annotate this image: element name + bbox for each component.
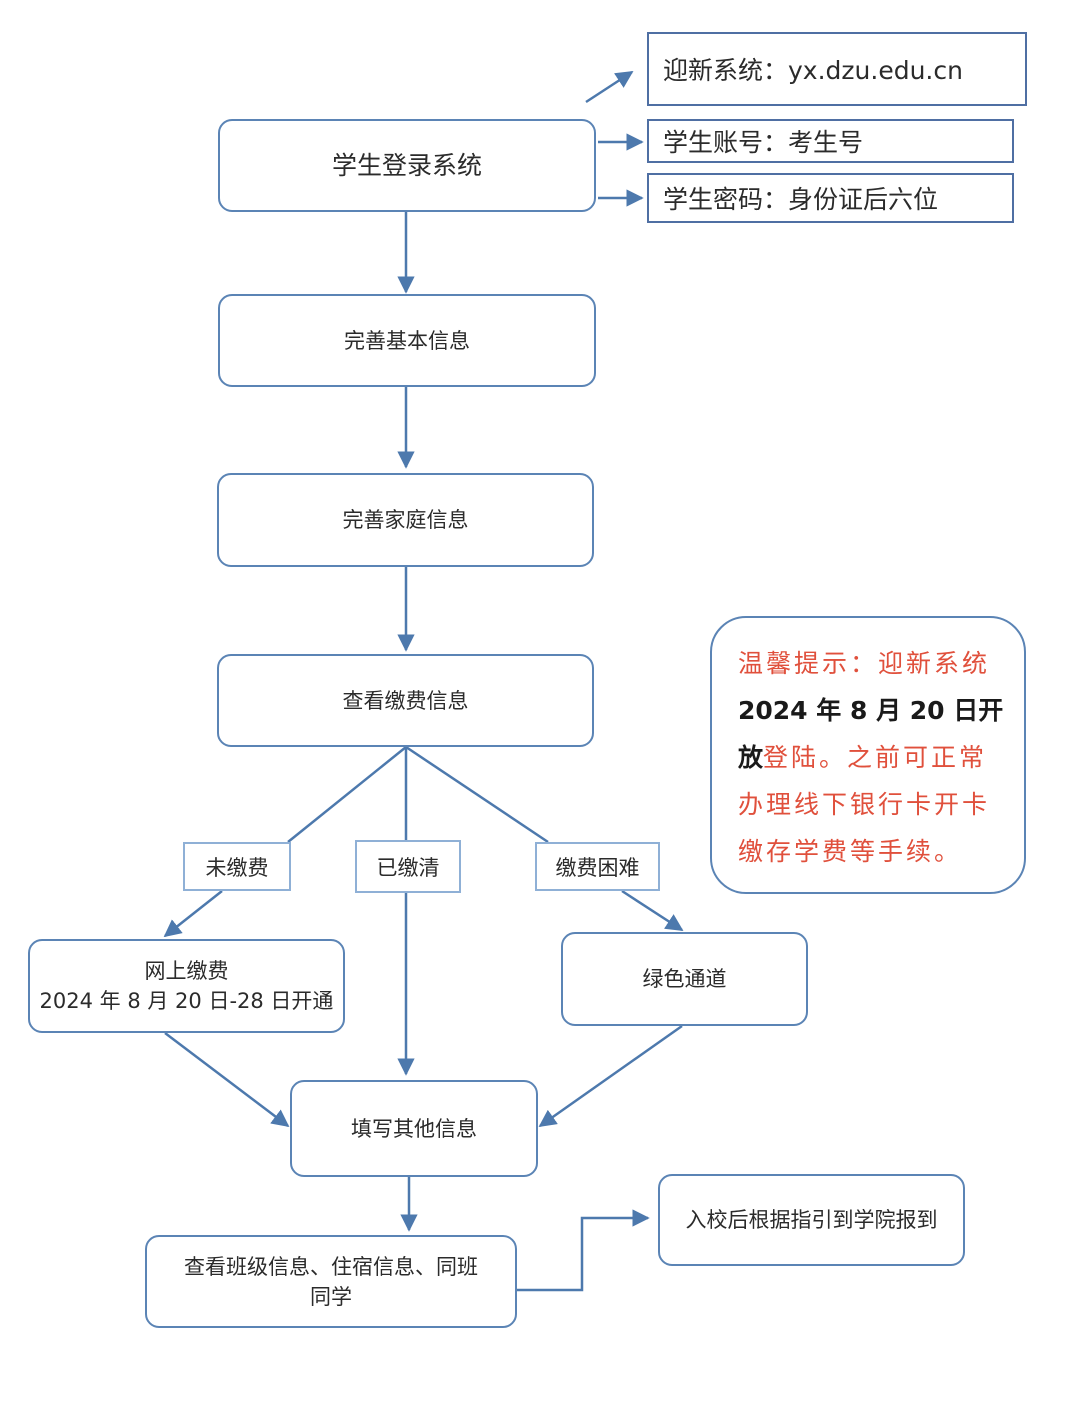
login-step: 学生登录系统 xyxy=(218,119,596,212)
online-payment-step: 网上缴费 2024 年 8 月 20 日-28 日开通 xyxy=(28,939,345,1033)
account-label: 学生账号：考生号 xyxy=(663,128,864,157)
branch-unpaid-label: 未缴费 xyxy=(205,855,269,880)
other-info-step: 填写其他信息 xyxy=(290,1080,538,1177)
arrow-class-to-report xyxy=(516,1209,650,1292)
tip-date: 2024 年 8 月 20 日开放 xyxy=(738,696,1004,772)
line-fee-to-unpaid xyxy=(287,746,407,843)
green-channel-label: 绿色通道 xyxy=(642,967,727,991)
fee-info-label: 查看缴费信息 xyxy=(342,688,469,713)
tip-box: 温馨提示：迎新系统 2024 年 8 月 20 日开放登陆。之前可正常办理线下银行… xyxy=(710,616,1026,894)
account-box: 学生账号：考生号 xyxy=(647,119,1014,163)
green-channel-step: 绿色通道 xyxy=(561,932,808,1026)
other-info-label: 填写其他信息 xyxy=(351,1116,477,1141)
report-label: 入校后根据指引到学院报到 xyxy=(685,1208,938,1232)
system-url-box: 迎新系统：yx.dzu.edu.cn xyxy=(647,32,1027,106)
class-info-line1: 查看班级信息、住宿信息、同班 xyxy=(184,1254,478,1279)
branch-paid-label: 已缴清 xyxy=(376,855,440,880)
tip-intro: 温馨提示：迎新系统 xyxy=(738,649,991,678)
password-label: 学生密码：身份证后六位 xyxy=(663,185,939,214)
branch-difficulty-label: 缴费困难 xyxy=(555,855,640,880)
family-info-label: 完善家庭信息 xyxy=(342,508,469,532)
line-fee-to-difficulty xyxy=(405,745,549,844)
class-info-line2: 同学 xyxy=(310,1284,352,1309)
login-step-label: 学生登录系统 xyxy=(331,150,482,180)
family-info-step: 完善家庭信息 xyxy=(217,473,594,567)
fee-info-step: 查看缴费信息 xyxy=(217,654,594,747)
branch-unpaid: 未缴费 xyxy=(183,842,291,891)
arrow-unpaid-to-online xyxy=(163,890,223,938)
basic-info-label: 完善基本信息 xyxy=(344,328,470,353)
arrow-difficulty-to-green xyxy=(621,889,684,932)
system-url-label: 迎新系统：yx.dzu.edu.cn xyxy=(663,56,963,85)
tip-body: 登陆。之前可正常办理线下银行卡开卡缴存学费等手续。 xyxy=(738,743,991,866)
arrow-online-to-other xyxy=(164,1032,290,1128)
arrow-green-to-other xyxy=(538,1024,683,1128)
class-info-step: 查看班级信息、住宿信息、同班 同学 xyxy=(145,1235,517,1328)
basic-info-step: 完善基本信息 xyxy=(218,294,596,387)
online-payment-title: 网上缴费 xyxy=(144,959,229,983)
online-payment-dates: 2024 年 8 月 20 日-28 日开通 xyxy=(39,989,334,1013)
password-box: 学生密码：身份证后六位 xyxy=(647,173,1014,223)
branch-difficulty: 缴费困难 xyxy=(535,842,660,891)
arrow-to-system-url xyxy=(585,70,634,104)
branch-paid: 已缴清 xyxy=(355,840,461,893)
report-step: 入校后根据指引到学院报到 xyxy=(658,1174,965,1266)
